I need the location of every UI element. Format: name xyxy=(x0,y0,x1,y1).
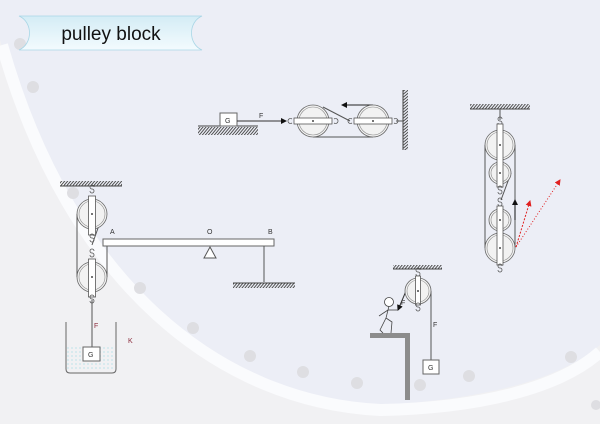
lever-diagram xyxy=(60,181,295,374)
red-force-arrow xyxy=(515,200,532,248)
label-b: B xyxy=(268,229,273,236)
hook-icon xyxy=(89,233,95,243)
horizontal-diagram xyxy=(198,90,408,150)
pulley-frame xyxy=(88,258,96,298)
ground-hatch xyxy=(198,127,258,135)
label-o: O xyxy=(207,229,213,236)
ceiling-hatch xyxy=(393,265,442,269)
label-f: F xyxy=(259,113,263,120)
lever-bar xyxy=(102,238,275,247)
weight-block xyxy=(219,112,238,127)
weight-block xyxy=(82,346,101,362)
label-g: G xyxy=(88,352,93,359)
axle-dot xyxy=(499,172,501,174)
title-banner: pulley block xyxy=(18,15,203,51)
fulcrum xyxy=(203,245,217,259)
axle-dot xyxy=(499,219,501,221)
hook-icon xyxy=(287,118,293,124)
ground-hatch xyxy=(233,283,295,288)
rope xyxy=(322,106,351,122)
title-text: pulley block xyxy=(61,24,161,45)
hook-icon xyxy=(393,118,399,124)
pulley-frame xyxy=(496,123,504,188)
axle-dot xyxy=(417,290,419,292)
pulley-frame xyxy=(88,195,96,236)
label-f-rope: F xyxy=(433,322,437,329)
axle-dot xyxy=(499,144,501,146)
ceiling-hatch xyxy=(470,104,530,109)
red-force-arrow xyxy=(515,179,561,248)
label-g: G xyxy=(428,365,433,372)
hook-icon xyxy=(415,302,421,312)
white-arc xyxy=(0,43,600,417)
hook-icon xyxy=(497,263,503,273)
person-diagram xyxy=(370,265,442,400)
hook-icon xyxy=(497,185,503,195)
weight-block xyxy=(422,359,440,375)
label-a: A xyxy=(110,229,115,236)
axle-dot xyxy=(91,213,93,215)
block-tackle-diagram xyxy=(470,104,561,248)
person-figure xyxy=(378,297,398,334)
axle-dot xyxy=(499,247,501,249)
hook-icon xyxy=(333,118,339,124)
ceiling-hatch xyxy=(60,181,122,186)
wall-hatch xyxy=(403,90,408,150)
pulley-frame xyxy=(496,205,504,266)
water-container xyxy=(65,322,117,374)
axle-dot xyxy=(312,120,314,122)
platform xyxy=(370,333,410,400)
hook-icon xyxy=(89,184,95,194)
label-g: G xyxy=(225,118,230,125)
force-arrow xyxy=(397,290,407,311)
hook-icon xyxy=(89,248,95,258)
label-f-hand: F xyxy=(401,300,405,307)
label-f: F xyxy=(94,323,98,330)
hook-icon xyxy=(347,118,353,124)
background-dots xyxy=(14,38,600,410)
axle-dot xyxy=(91,276,93,278)
hook-icon xyxy=(89,294,95,304)
label-k: K xyxy=(128,338,133,345)
axle-dot xyxy=(372,120,374,122)
